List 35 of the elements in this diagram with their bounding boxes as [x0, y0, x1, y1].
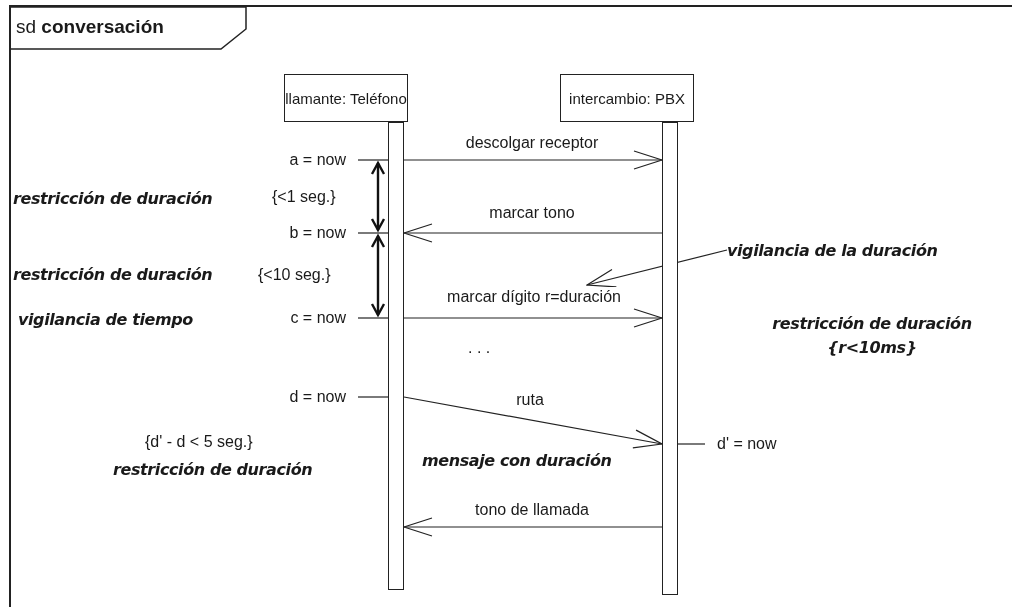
- annotation: {r<10ms}: [827, 338, 917, 358]
- lifeline-head: llamante: Teléfono: [284, 74, 408, 122]
- annotation: restricción de duración: [772, 314, 972, 334]
- tick-line: [357, 159, 389, 161]
- tick-line: [357, 396, 389, 398]
- constraint-text: {<10 seg.}: [258, 265, 331, 285]
- annotation: vigilancia de la duración: [727, 240, 992, 262]
- activation-bar: [662, 122, 678, 595]
- constraint-text: {d' - d < 5 seg.}: [145, 432, 253, 452]
- edge-label: descolgar receptor: [463, 133, 601, 153]
- message-arrow: [403, 223, 663, 243]
- activation-bar: [388, 122, 404, 590]
- message-arrow: [403, 150, 663, 170]
- lifeline-head: intercambio: PBX: [560, 74, 694, 122]
- time-mark-label: d = now: [252, 387, 358, 407]
- tick-line: [677, 443, 706, 445]
- leader-line: [586, 249, 728, 288]
- message-arrow: [403, 517, 663, 537]
- message-arrow: [403, 308, 663, 328]
- annotation: mensaje con duración: [422, 451, 612, 471]
- constraint-text: . . .: [468, 338, 491, 358]
- tick-line: [357, 317, 389, 319]
- annotation: restricción de duración: [13, 189, 213, 209]
- annotation: restricción de duración: [13, 265, 213, 285]
- annotation: vigilancia de tiempo: [18, 310, 193, 330]
- time-mark-label: a = now: [252, 150, 358, 170]
- annotation: restricción de duración: [113, 460, 313, 480]
- time-mark-label: d' = now: [705, 434, 815, 454]
- edge-label: marcar dígito r=duración: [445, 287, 623, 307]
- time-mark-label: b = now: [252, 223, 358, 243]
- time-mark-label: c = now: [252, 308, 358, 328]
- constraint-text: {<1 seg.}: [272, 187, 336, 207]
- frame-title: sd conversación: [16, 17, 164, 37]
- tick-line: [357, 232, 389, 234]
- message-arrow: [403, 396, 663, 449]
